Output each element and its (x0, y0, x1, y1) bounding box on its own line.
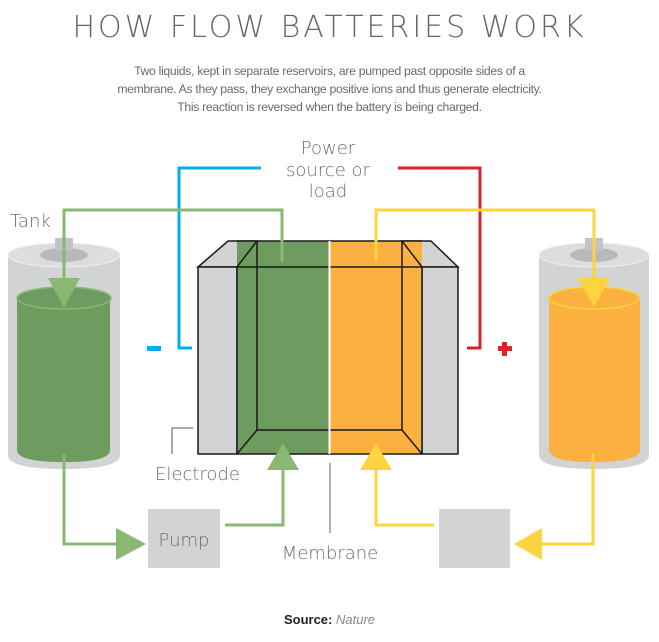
subtitle: Two liquids, kept in separate reservoirs… (70, 62, 589, 116)
subtitle-line: membrane. As they pass, they exchange po… (117, 82, 542, 96)
page-title: HOW FLOW BATTERIES WORK (72, 10, 587, 45)
right-electrode-front (421, 266, 459, 455)
arrow-down-icon (578, 278, 610, 307)
arrow-up-icon (267, 443, 299, 470)
negative-pipe (62, 208, 285, 546)
battery-cell (195, 240, 460, 455)
left-electrode-front (197, 266, 238, 455)
negative-wire (177, 166, 261, 350)
membrane-label: Membrane (282, 543, 378, 564)
positive-pipe (374, 208, 596, 546)
source-label: Source: (283, 612, 333, 627)
positive-wire (398, 166, 482, 350)
electrode-label: Electrode (155, 464, 240, 485)
positive-sign (498, 342, 512, 356)
power-source-label-line-1: Power (301, 138, 356, 159)
source-credit: Source: Nature (0, 612, 659, 627)
pump-label: Pump (159, 530, 210, 551)
right-pump (439, 509, 510, 568)
negative-sign (147, 346, 161, 351)
arrow-left-icon (514, 528, 542, 560)
source-value: Nature (336, 612, 376, 627)
arrow-up-icon (360, 443, 392, 470)
negative-half-cell (237, 241, 329, 454)
power-source-label-line-3: load (309, 181, 347, 202)
right-tank (538, 238, 650, 469)
positive-half-cell (329, 241, 422, 454)
left-pump (148, 509, 220, 568)
electrode-pointer (171, 427, 193, 454)
tank-label: Tank (10, 211, 51, 232)
subtitle-line: Two liquids, kept in separate reservoirs… (134, 64, 525, 78)
arrow-right-icon (116, 528, 146, 560)
power-source-label-line-2: source or (286, 160, 371, 181)
arrow-down-icon (48, 278, 80, 308)
subtitle-line: This reaction is reversed when the batte… (177, 100, 482, 114)
left-tank (7, 238, 121, 469)
